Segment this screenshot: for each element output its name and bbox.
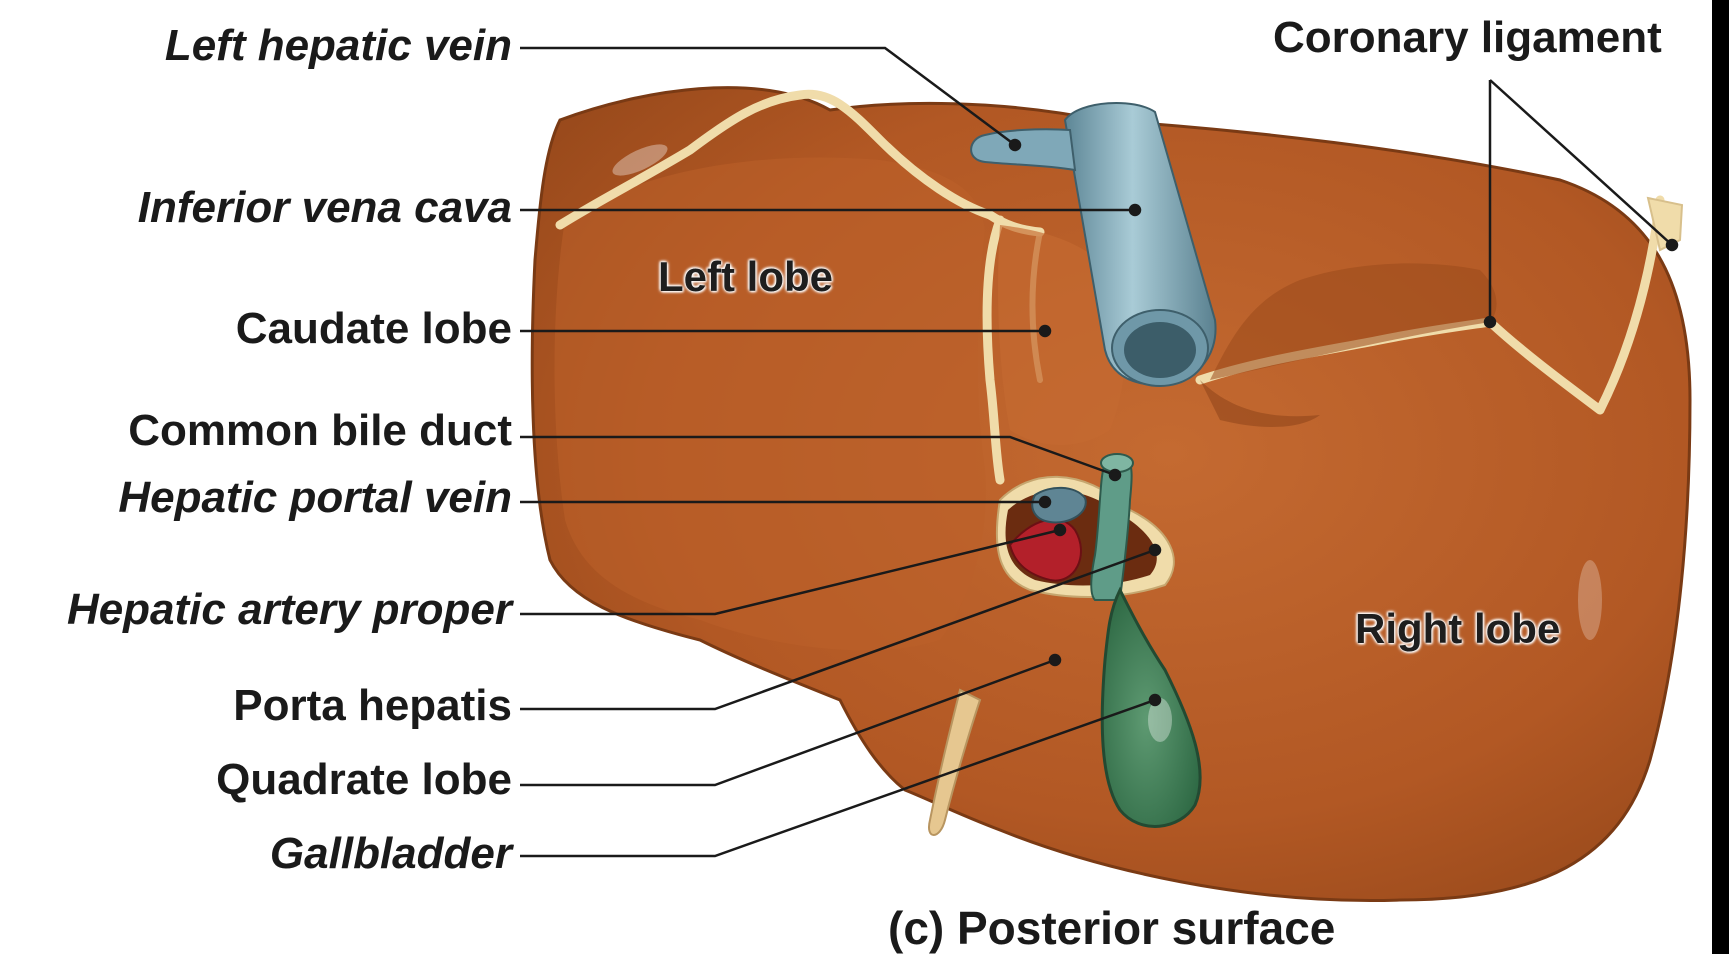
leader-dot-caudate-lobe [1040, 326, 1050, 336]
leader-dot-inferior-vena-cava [1130, 205, 1140, 215]
label-porta-hepatis: Porta hepatis [233, 684, 512, 728]
label-left-lobe: Left lobe [658, 256, 833, 298]
label-hepatic-portal-vein: Hepatic portal vein [118, 476, 512, 520]
figure-caption: (c) Posterior surface [888, 905, 1335, 951]
leader-dot-gallbladder [1150, 695, 1160, 705]
left-lobe-surface [554, 158, 985, 651]
leader-dot-coronary-ligament-a [1485, 317, 1495, 327]
leader-dot-hepatic-artery-proper [1055, 525, 1065, 535]
label-coronary-ligament: Coronary ligament [1273, 16, 1662, 60]
leader-dot-quadrate-lobe [1050, 655, 1060, 665]
leader-dot-coronary-ligament-b [1667, 240, 1677, 250]
leader-dot-porta-hepatis [1150, 545, 1160, 555]
label-left-hepatic-vein: Left hepatic vein [165, 24, 512, 68]
label-caudate-lobe: Caudate lobe [236, 307, 512, 351]
highlight-right-lobe [1578, 560, 1602, 640]
label-gallbladder: Gallbladder [270, 832, 512, 876]
label-quadrate-lobe: Quadrate lobe [216, 758, 512, 802]
label-hepatic-artery-proper: Hepatic artery proper [67, 588, 512, 632]
leader-dot-common-bile-duct [1110, 470, 1120, 480]
label-right-lobe: Right lobe [1355, 608, 1560, 650]
leader-dot-left-hepatic-vein [1010, 140, 1020, 150]
label-inferior-vena-cava: Inferior vena cava [138, 186, 512, 230]
leader-dot-hepatic-portal-vein [1040, 497, 1050, 507]
label-common-bile-duct: Common bile duct [128, 409, 512, 453]
ivc-lumen [1124, 322, 1196, 378]
